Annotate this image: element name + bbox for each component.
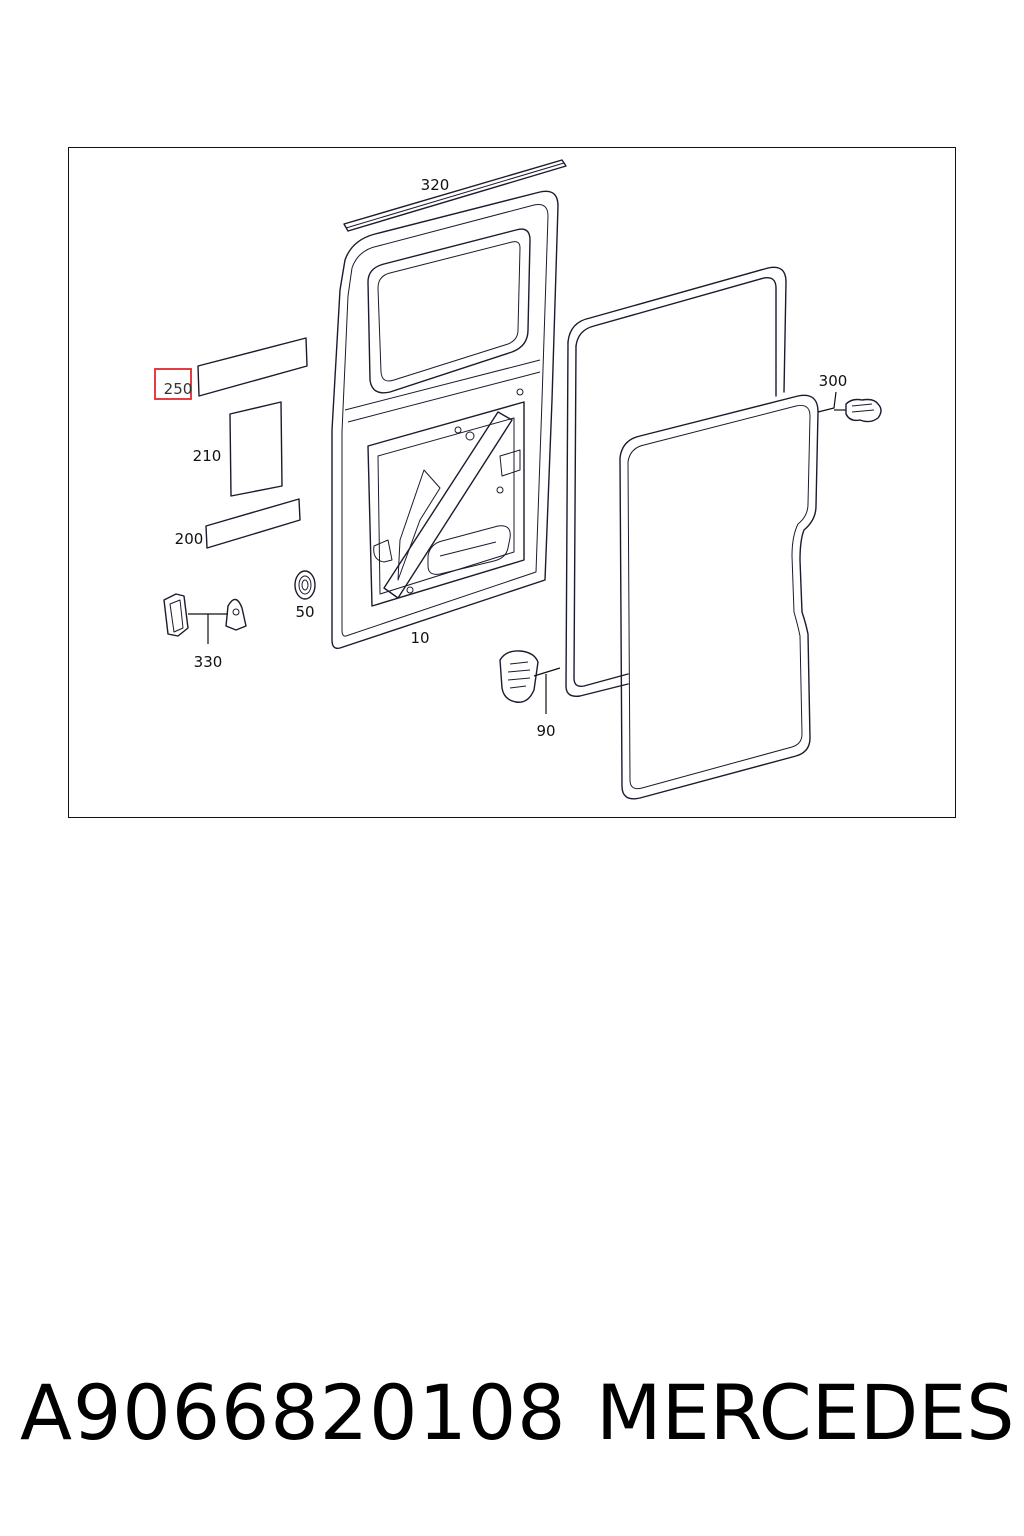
part-number: A9066820108: [20, 1368, 567, 1457]
callout-250[interactable]: 250: [164, 380, 193, 398]
callout-50: 50: [295, 603, 314, 621]
callout-10: 10: [410, 629, 429, 647]
callout-330: 330: [194, 653, 223, 671]
highlight-box: [154, 368, 192, 400]
clip-330[interactable]: [163, 593, 247, 644]
callout-200: 200: [175, 530, 204, 548]
seal-300[interactable]: [565, 266, 882, 800]
door-panel-10[interactable]: [331, 190, 559, 650]
brand-name: MERCEDES: [596, 1368, 1015, 1457]
diagram-frame: [68, 147, 956, 818]
molding-320[interactable]: [343, 159, 567, 232]
clip-90[interactable]: [499, 650, 561, 714]
callout-90: 90: [536, 722, 555, 740]
strip-200[interactable]: [205, 498, 301, 549]
strip-250[interactable]: [197, 337, 308, 397]
callout-300: 300: [819, 372, 848, 390]
grommet-50[interactable]: [294, 570, 316, 600]
pad-210[interactable]: [229, 401, 283, 497]
callout-320: 320: [421, 176, 450, 194]
callout-210: 210: [193, 447, 222, 465]
